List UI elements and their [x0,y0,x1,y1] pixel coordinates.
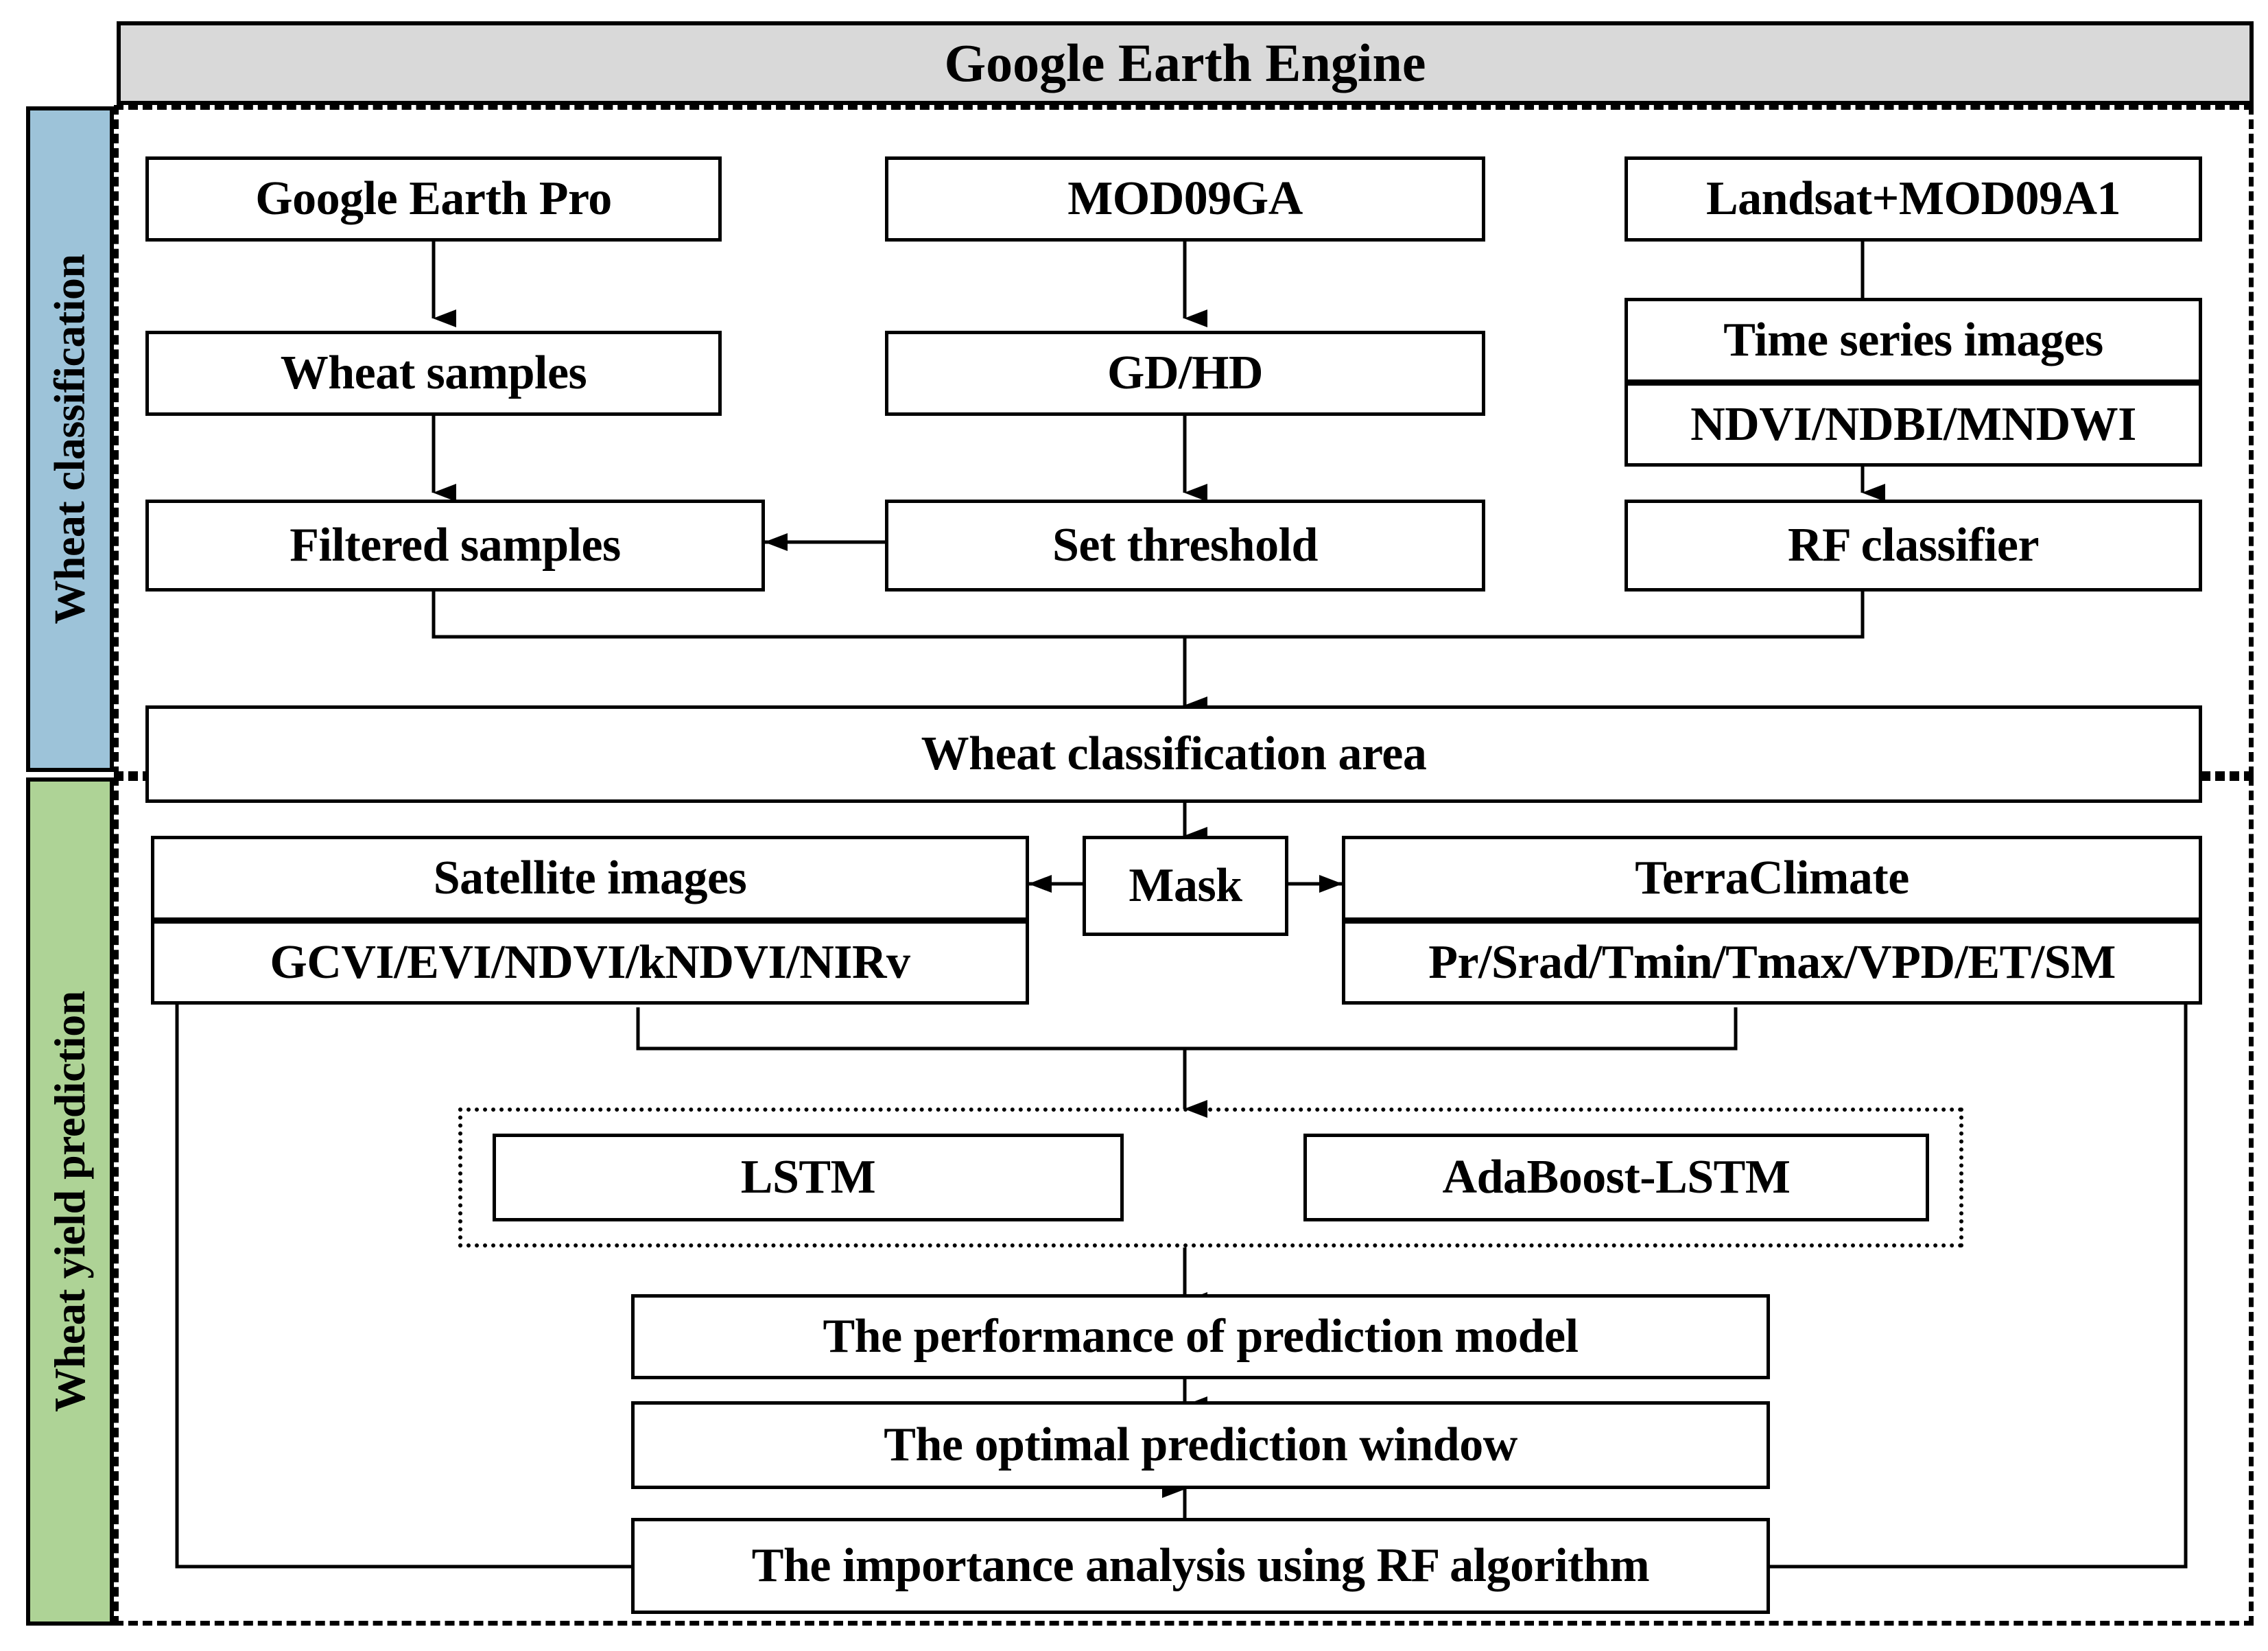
node-label: The optimal prediction window [884,1418,1517,1472]
node-wheat-samples[interactable]: Wheat samples [145,331,722,416]
node-label: LSTM [740,1151,876,1204]
node-label: TerraClimate [1635,852,1909,904]
node-label: Set threshold [1052,519,1318,572]
node-importance-analysis-rf[interactable]: The importance analysis using RF algorit… [631,1518,1770,1614]
node-label: Wheat classification area [921,727,1427,781]
node-lstm[interactable]: LSTM [493,1134,1124,1221]
node-label: Google Earth Pro [255,172,612,226]
header-title: Google Earth Engine [944,33,1426,93]
rail-label-classification: Wheat classification [45,254,94,624]
node-performance-of-prediction-model[interactable]: The performance of prediction model [631,1294,1770,1379]
node-mod09ga[interactable]: MOD09GA [885,156,1485,242]
node-mask[interactable]: Mask [1083,836,1288,936]
node-landsat-mod09a1[interactable]: Landsat+MOD09A1 [1625,156,2202,242]
node-set-threshold[interactable]: Set threshold [885,500,1485,592]
node-satellite-title: Satellite images [154,839,1026,924]
node-terraclimate-title: TerraClimate [1345,839,2199,924]
node-label: Wheat samples [280,347,587,400]
node-time-series-images[interactable]: Time series images NDVI/NDBI/MNDWI [1625,298,2202,467]
header-google-earth-engine: Google Earth Engine [117,21,2254,105]
node-gd-hd[interactable]: GD/HD [885,331,1485,416]
node-label: Pr/Srad/Tmin/Tmax/VPD/ET/SM [1428,935,2116,989]
node-label: Satellite images [433,852,747,904]
rail-label-prediction: Wheat yield prediction [45,991,94,1412]
node-adaboost-lstm[interactable]: AdaBoost-LSTM [1303,1134,1929,1221]
node-label: Time series images [1723,314,2103,366]
node-label: MOD09GA [1067,172,1303,226]
node-label: The importance analysis using RF algorit… [751,1539,1650,1593]
node-label: RF classifier [1787,519,2040,572]
rail-wheat-yield-prediction: Wheat yield prediction [26,777,114,1626]
node-optimal-prediction-window[interactable]: The optimal prediction window [631,1401,1770,1489]
node-label: AdaBoost-LSTM [1442,1151,1791,1204]
node-label: Mask [1129,859,1242,913]
node-terraclimate[interactable]: TerraClimate Pr/Srad/Tmin/Tmax/VPD/ET/SM [1342,836,2202,1005]
node-wheat-classification-area[interactable]: Wheat classification area [145,705,2202,803]
node-satellite-indices: GCVI/EVI/NDVI/kNDVI/NIRv [154,924,1026,1002]
node-rf-classifier[interactable]: RF classifier [1625,500,2202,592]
node-climate-vars: Pr/Srad/Tmin/Tmax/VPD/ET/SM [1345,924,2199,1002]
node-label: The performance of prediction model [823,1310,1579,1363]
rail-wheat-classification: Wheat classification [26,106,114,772]
node-label: NDVI/NDBI/MNDWI [1690,397,2136,451]
node-label: GCVI/EVI/NDVI/kNDVI/NIRv [270,935,910,989]
node-label: Filtered samples [290,519,621,572]
node-time-series-indices: NDVI/NDBI/MNDWI [1628,386,2199,464]
node-satellite-images[interactable]: Satellite images GCVI/EVI/NDVI/kNDVI/NIR… [151,836,1029,1005]
node-label: GD/HD [1107,347,1263,400]
node-label: Landsat+MOD09A1 [1705,172,2121,226]
node-filtered-samples[interactable]: Filtered samples [145,500,765,592]
node-google-earth-pro[interactable]: Google Earth Pro [145,156,722,242]
node-time-series-title: Time series images [1628,301,2199,386]
